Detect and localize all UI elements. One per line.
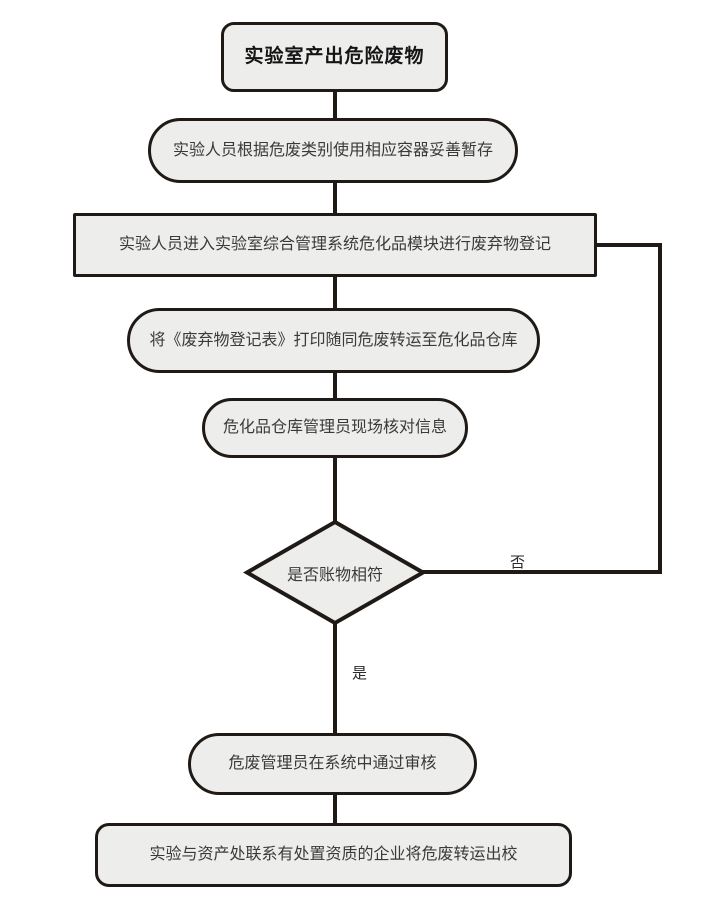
node-verify-info: 危化品仓库管理员现场核对信息 — [202, 398, 468, 458]
node-temp-storage: 实验人员根据危废类别使用相应容器妥善暂存 — [148, 118, 518, 183]
node-verify-info-label: 危化品仓库管理员现场核对信息 — [222, 419, 447, 436]
node-register-waste: 实验人员进入实验室综合管理系统危化品模块进行废弃物登记 — [73, 213, 597, 277]
edge-label-yes: 是 — [352, 665, 368, 682]
node-decision-match: 是否账物相符 — [243, 517, 427, 628]
connector-approve-to-end — [333, 780, 337, 830]
node-start-label: 实验室产出危险废物 — [244, 46, 425, 68]
connector-verify-to-decision — [333, 430, 337, 525]
node-decision-match-label: 是否账物相符 — [286, 566, 383, 584]
node-transfer-out: 实验与资产处联系有处置资质的企业将危废转运出校 — [95, 823, 572, 887]
node-approve-label: 危废管理员在系统中通过审核 — [228, 755, 437, 772]
connector-no-vertical — [658, 243, 662, 574]
node-transfer-out-label: 实验与资产处联系有处置资质的企业将危废转运出校 — [149, 846, 518, 863]
connector-register-to-print — [333, 250, 337, 315]
node-register-waste-label: 实验人员进入实验室综合管理系统危化品模块进行废弃物登记 — [118, 236, 551, 253]
connector-no-return — [597, 243, 660, 247]
edge-label-no: 否 — [510, 554, 526, 571]
connector-no-horizontal — [415, 570, 662, 574]
decision-diamond-shape — [243, 519, 427, 626]
connector-start-to-temp — [333, 60, 337, 125]
connector-temp-to-register — [333, 150, 337, 220]
node-approve: 危废管理员在系统中通过审核 — [188, 733, 477, 795]
connector-decision-yes — [333, 620, 337, 740]
node-temp-storage-label: 实验人员根据危废类别使用相应容器妥善暂存 — [172, 141, 493, 159]
node-print-transfer-label: 将《废弃物登记表》打印随同危废转运至危化品仓库 — [149, 331, 518, 349]
node-print-transfer: 将《废弃物登记表》打印随同危废转运至危化品仓库 — [127, 308, 540, 373]
node-start: 实验室产出危险废物 — [221, 22, 448, 92]
